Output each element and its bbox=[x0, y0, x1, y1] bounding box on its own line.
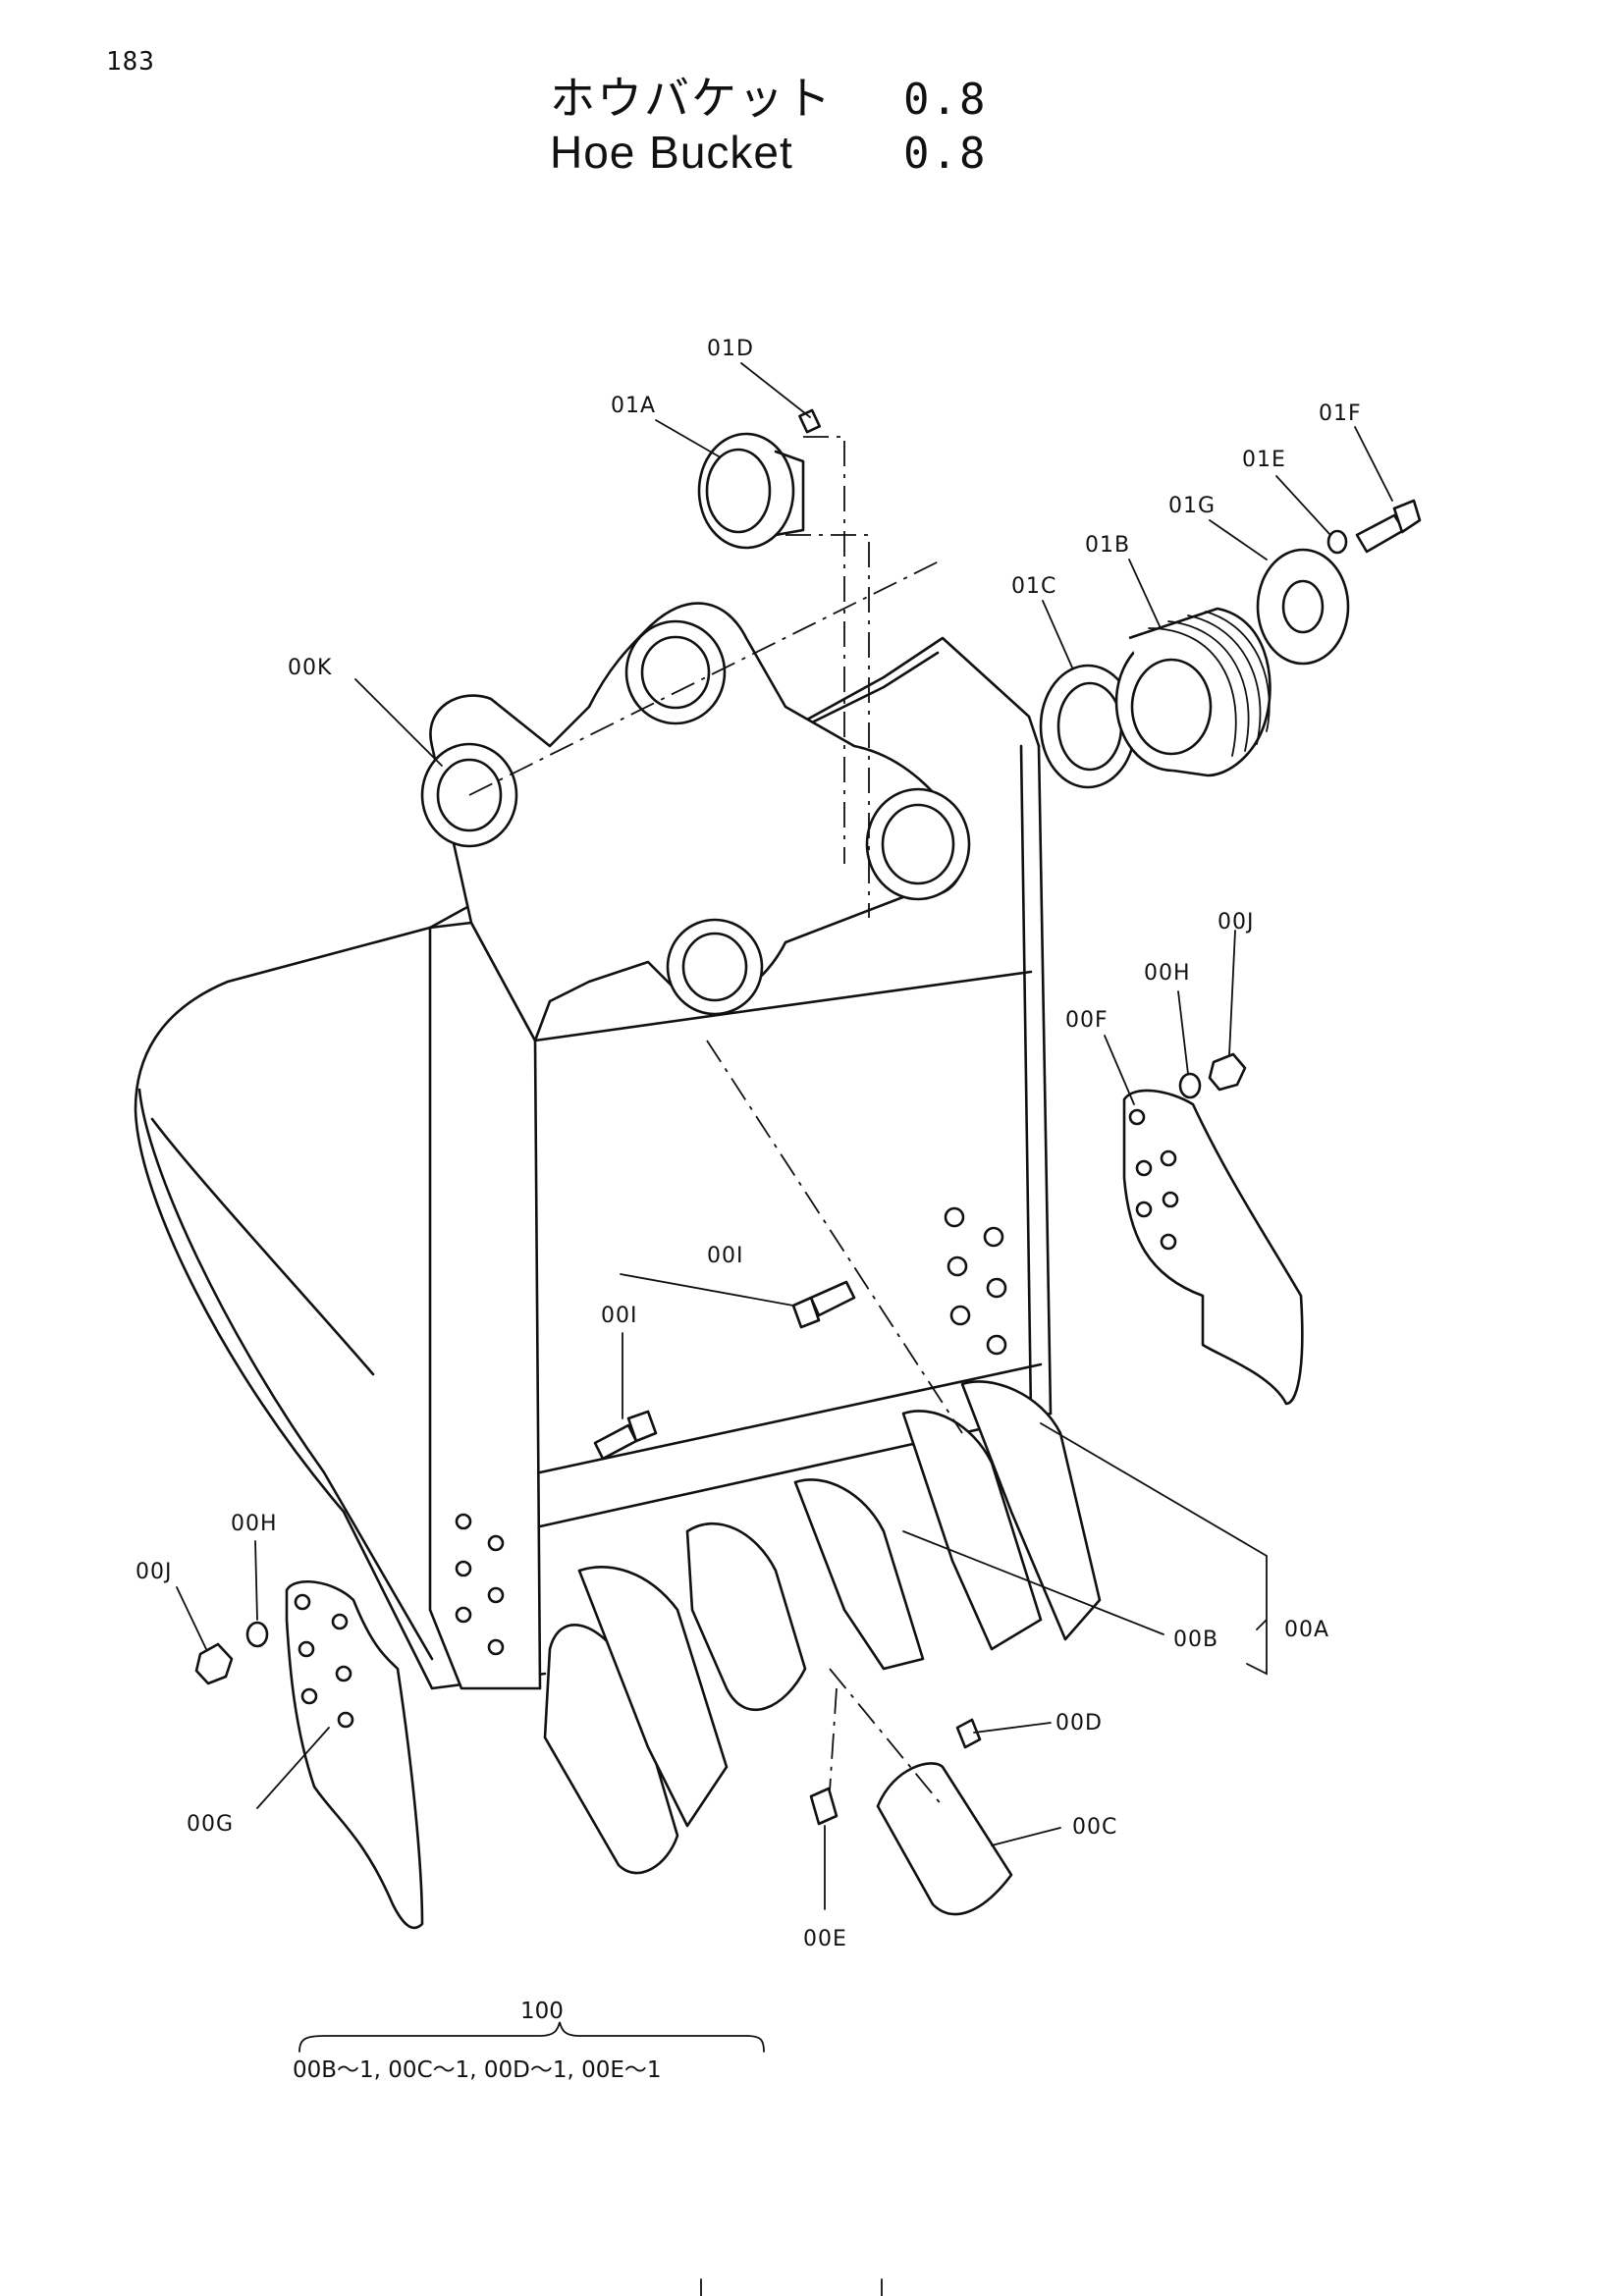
left-plate-holes bbox=[455, 1513, 505, 1656]
title-row-japanese: ホウバケット 0.8 bbox=[550, 63, 1060, 126]
label-01F: 01F bbox=[1319, 401, 1362, 426]
label-00K: 00K bbox=[288, 656, 332, 680]
page-number: 183 bbox=[106, 47, 155, 77]
scan-marks bbox=[700, 2278, 883, 2296]
label-00C: 00C bbox=[1072, 1815, 1117, 1840]
set-contents: 00B～1, 00C～1, 00D～1, 00E～1 bbox=[293, 2057, 662, 2083]
label-00B: 00B bbox=[1173, 1628, 1218, 1652]
leader-lines bbox=[176, 362, 1393, 1910]
label-01B: 01B bbox=[1085, 533, 1130, 558]
bucket-size-japanese: 0.8 bbox=[903, 75, 988, 125]
teeth-row bbox=[543, 1380, 1102, 1916]
label-01D: 01D bbox=[707, 337, 754, 361]
side-cutter-left-00G bbox=[285, 1579, 424, 1930]
bucket-size-english: 0.8 bbox=[903, 129, 988, 179]
label-01G: 01G bbox=[1168, 494, 1216, 518]
label-01E: 01E bbox=[1242, 448, 1286, 472]
label-01C: 01C bbox=[1011, 574, 1056, 599]
title-row-english: Hoe Bucket 0.8 bbox=[550, 126, 1060, 188]
label-00D: 00D bbox=[1055, 1711, 1103, 1735]
label-00J-right: 00J bbox=[1217, 910, 1254, 934]
part-labels: 01D 01A 01F 01E 01G 01B 01C 00K 00J 00H … bbox=[135, 337, 1362, 1951]
boss-bracket bbox=[420, 602, 971, 1042]
plate-01G bbox=[1256, 548, 1350, 666]
label-00I-lower: 00I bbox=[601, 1304, 637, 1328]
label-01A: 01A bbox=[611, 394, 656, 418]
pin-01D bbox=[798, 408, 822, 434]
label-00J-left: 00J bbox=[135, 1560, 172, 1584]
cap-01A bbox=[697, 432, 795, 550]
label-00H-right: 00H bbox=[1144, 961, 1191, 986]
label-00G: 00G bbox=[187, 1812, 234, 1837]
title-japanese: ホウバケット bbox=[550, 72, 833, 125]
assembly-centerlines bbox=[468, 436, 963, 1807]
hardware bbox=[194, 1052, 1247, 1685]
bucket-body bbox=[134, 636, 1053, 1690]
label-00I-upper: 00I bbox=[707, 1244, 743, 1268]
right-plate-holes bbox=[944, 1206, 1007, 1356]
label-00F: 00F bbox=[1065, 1008, 1109, 1033]
side-cutter-right-00F bbox=[1122, 1089, 1304, 1406]
label-00H-left: 00H bbox=[231, 1512, 278, 1536]
title-english: Hoe Bucket bbox=[550, 127, 793, 178]
bolt-01F bbox=[1355, 513, 1406, 554]
label-00A: 00A bbox=[1284, 1618, 1329, 1642]
page-title: ホウバケット 0.8 Hoe Bucket 0.8 bbox=[550, 63, 1060, 188]
label-00E: 00E bbox=[803, 1927, 847, 1951]
pin-assembly bbox=[697, 408, 1422, 789]
set-number: 100 bbox=[520, 1999, 564, 2024]
set-grouping: 100 00B～1, 00C～1, 00D～1, 00E～1 bbox=[293, 1999, 765, 2083]
washer-01E bbox=[1326, 529, 1348, 555]
